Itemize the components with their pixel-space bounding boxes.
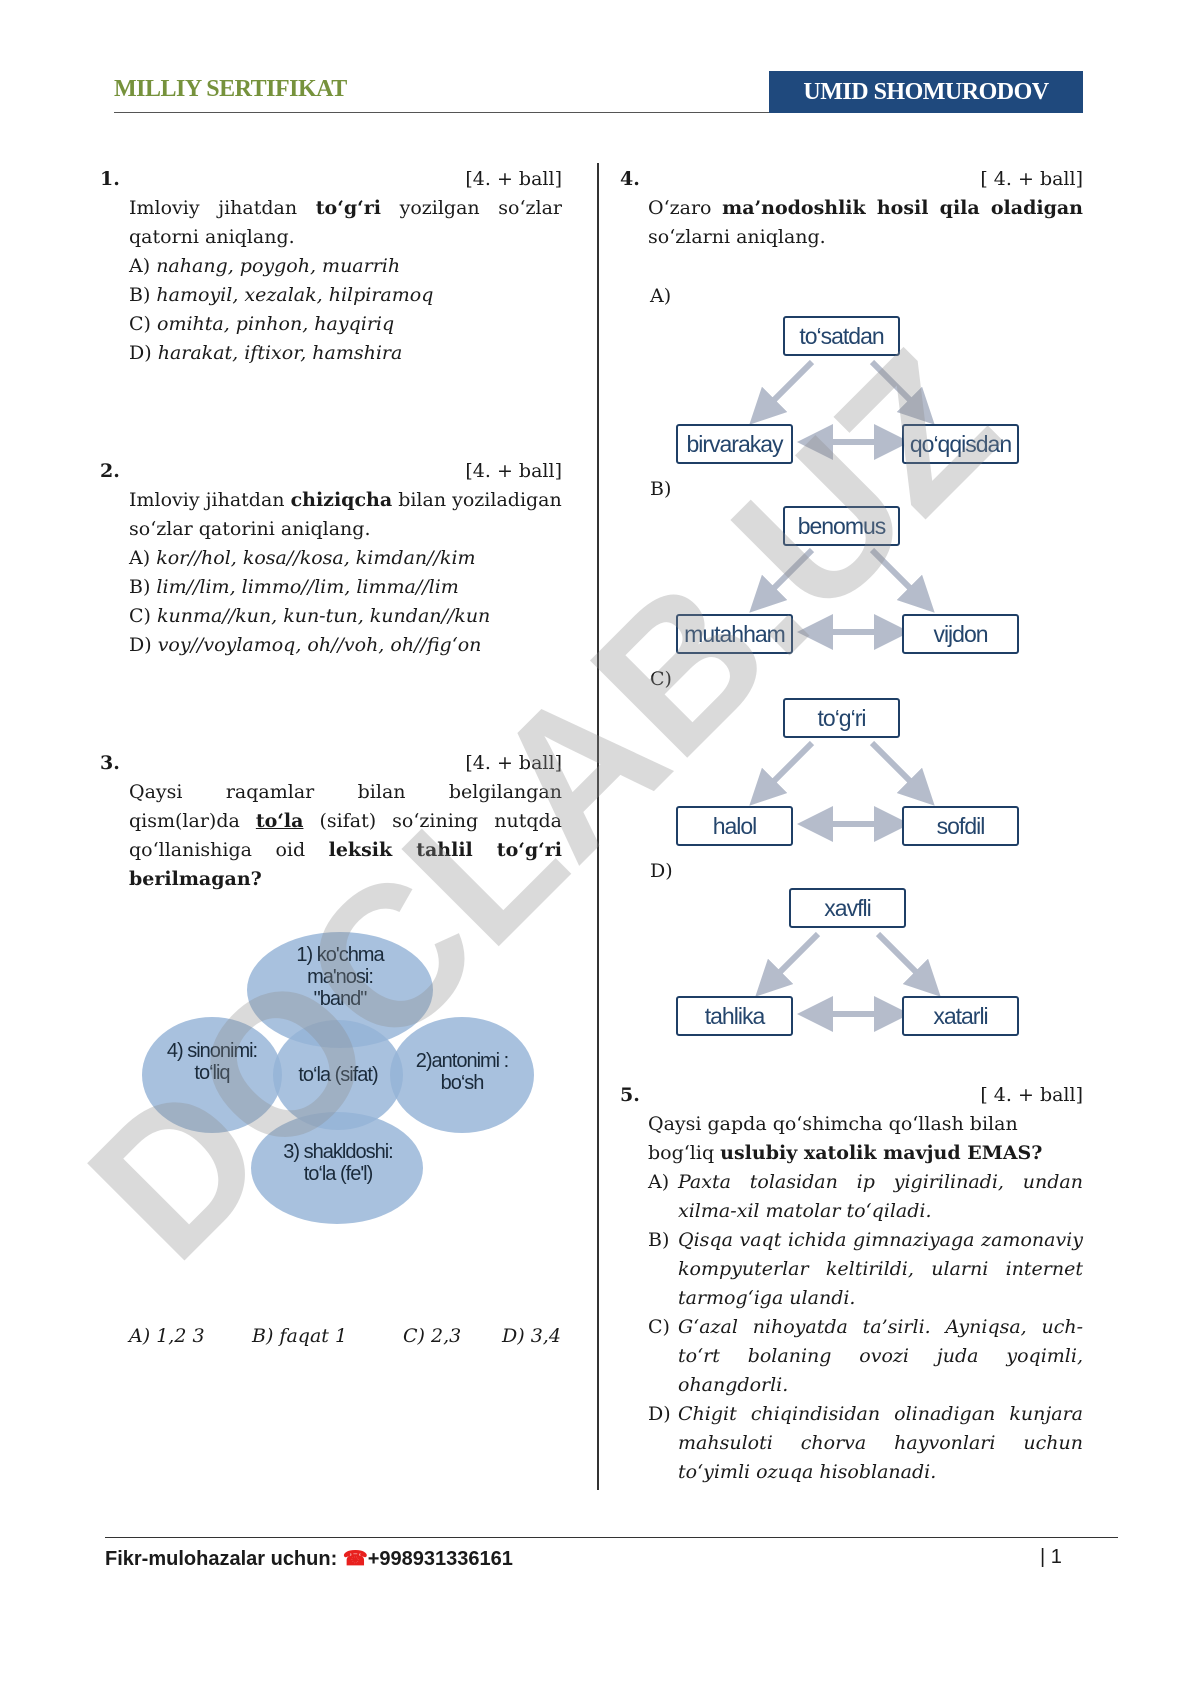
q4-d-left-box: tahlika: [676, 996, 793, 1036]
q1-options: A) nahang, poygoh, muarrih B) hamoyil, x…: [129, 252, 433, 368]
q4-c-left-box: halol: [676, 806, 793, 846]
q1-score: [4. + ball]: [465, 168, 562, 190]
q2-text-bold: chiziqcha: [290, 489, 393, 511]
q1-question: Imloviy jihatdan to‘g‘ri yozilgan so‘zla…: [129, 194, 562, 252]
header-author: UMID SHOMURODOV: [803, 78, 1049, 105]
q2-number: 2.: [100, 460, 120, 482]
phone-icon: ☎: [342, 1548, 368, 1570]
q3-score: [4. + ball]: [465, 752, 562, 774]
q1-number: 1.: [100, 168, 120, 190]
q4-b-top-box: benomus: [783, 506, 900, 546]
q4-text-bold: ma’nodoshlik hosil qila oladigan: [722, 197, 1083, 219]
venn-circle-center: [273, 1020, 403, 1130]
venn-circle-right: [390, 1017, 534, 1133]
q4-score: [ 4. + ball]: [980, 168, 1083, 190]
q1-option-c[interactable]: C) omihta, pinhon, hayqiriq: [129, 313, 395, 335]
q4-number: 4.: [620, 168, 640, 190]
q3-answer-d[interactable]: D) 3,4: [502, 1325, 561, 1347]
column-divider: [597, 163, 599, 1490]
q5-options: A)Paxta tolasidan ip yigirilinadi, undan…: [648, 1168, 1083, 1487]
q4-b-right-box: vijdon: [902, 614, 1019, 654]
q5-option-b[interactable]: B)Qisqa vaqt ichida gimnaziyaga zamonavi…: [648, 1229, 1083, 1309]
venn-label-bottom: 3) shakldoshi: to‘la (fe'l): [283, 1141, 393, 1185]
venn-label-right: 2)antonimi : bo‘sh: [415, 1050, 510, 1094]
q4-a-top-box: to‘satdan: [783, 316, 900, 356]
q5-number: 5.: [620, 1084, 640, 1106]
q4-a-left-box: birvarakay: [676, 424, 793, 464]
q2-option-a[interactable]: A) kor//hol, kosa//kosa, kimdan//kim: [129, 547, 476, 569]
venn-circle-top: [247, 932, 433, 1048]
header-author-badge: UMID SHOMURODOV: [769, 71, 1083, 113]
q1-option-a[interactable]: A) nahang, poygoh, muarrih: [129, 255, 401, 277]
q4-d-right-box: xatarli: [902, 996, 1019, 1036]
q1-text-bold: to‘g‘ri: [315, 197, 381, 219]
q1-option-b[interactable]: B) hamoyil, xezalak, hilpiramoq: [129, 284, 434, 306]
footer-phone[interactable]: +998931336161: [367, 1548, 513, 1570]
header-divider: [114, 112, 769, 113]
q4-connector-arrows: [749, 359, 941, 1032]
q4-text-post: so‘zlarni aniqlang.: [648, 226, 826, 248]
q5-question: Qaysi gapda qo‘shimcha qo‘llash bilan bo…: [648, 1110, 1083, 1168]
q5-option-a[interactable]: A)Paxta tolasidan ip yigirilinadi, undan…: [648, 1171, 1083, 1222]
q3-answer-c[interactable]: C) 2,3: [403, 1325, 462, 1347]
q1-option-d[interactable]: D) harakat, iftixor, hamshira: [129, 342, 403, 364]
q3-text-1: Qaysi raqamlar bilan belgilangan qism(la…: [129, 781, 562, 832]
venn-label-center: to‘la (sifat): [298, 1064, 378, 1086]
q4-group-b-letter: B): [650, 478, 672, 500]
q4-group-c-letter: C): [650, 668, 672, 690]
venn-label-top: 1) ko'chma ma'nosi: "band": [296, 944, 384, 1010]
q4-c-right-box: sofdil: [902, 806, 1019, 846]
q3-text-2: (sifat) so‘zining nutqda qo‘llanishiga o…: [129, 810, 562, 861]
q3-answer-b[interactable]: B) faqat 1: [252, 1325, 348, 1347]
q2-text-post: bilan yoziladigan so‘zlar qatorini aniql…: [129, 489, 562, 540]
q5-option-d[interactable]: D)Chigit chiqindisidan olinadigan kunjar…: [648, 1403, 1083, 1483]
q5-option-c[interactable]: C)G‘azal nihoyatda ta’sirli. Ayniqsa, uc…: [648, 1316, 1083, 1396]
footer-divider: [105, 1537, 1118, 1538]
q2-option-d[interactable]: D) voy//voylamoq, oh//voh, oh//fig‘on: [129, 634, 482, 656]
q4-c-top-box: to‘g‘ri: [783, 698, 900, 738]
q3-venn-diagram: [142, 932, 534, 1224]
q5-text-pre: Qaysi gapda qo‘shimcha qo‘llash bilan bo…: [648, 1113, 1018, 1164]
q4-d-top-box: xavfli: [789, 888, 906, 928]
q4-question: O‘zaro ma’nodoshlik hosil qila oladigan …: [648, 194, 1083, 252]
q5-score: [ 4. + ball]: [980, 1084, 1083, 1106]
q3-text-underline: to‘la: [255, 810, 304, 832]
venn-circle-bottom: [251, 1112, 423, 1224]
q4-a-right-box: qo‘qqisdan: [902, 424, 1019, 464]
q2-question: Imloviy jihatdan chiziqcha bilan yozilad…: [129, 486, 562, 544]
q3-question: Qaysi raqamlar bilan belgilangan qism(la…: [129, 778, 562, 894]
q5-text-bold: uslubiy xatolik mavjud EMAS?: [720, 1142, 1043, 1164]
q1-text-pre: Imloviy jihatdan: [129, 197, 316, 219]
footer-label: Fikr-mulohazalar uchun:: [105, 1548, 343, 1570]
footer-contact: Fikr-mulohazalar uchun: ☎+998931336161: [105, 1546, 513, 1571]
header-title-left: MILLIY SERTIFIKAT: [114, 76, 347, 102]
q2-text-pre: Imloviy jihatdan: [129, 489, 291, 511]
q4-group-a-letter: A): [650, 285, 672, 307]
q4-text-pre: O‘zaro: [648, 197, 723, 219]
q2-score: [4. + ball]: [465, 460, 562, 482]
page-number: | 1: [1040, 1546, 1062, 1568]
q4-group-d-letter: D): [650, 860, 673, 882]
q2-options: A) kor//hol, kosa//kosa, kimdan//kim B) …: [129, 544, 490, 660]
q1-text-post: yozilgan so‘zlar qatorni aniqlang.: [129, 197, 563, 248]
q3-number: 3.: [100, 752, 120, 774]
q2-option-c[interactable]: C) kunma//kun, kun-tun, kundan//kun: [129, 605, 491, 627]
q2-option-b[interactable]: B) lim//lim, limmo//lim, limma//lim: [129, 576, 459, 598]
venn-label-left: 4) sinonimi: to‘liq: [166, 1040, 258, 1084]
q3-text-bold: leksik tahlil to‘g‘ri berilmagan?: [129, 839, 562, 890]
q4-b-left-box: mutahham: [676, 614, 793, 654]
venn-circle-left: [142, 1017, 282, 1133]
q3-answer-a[interactable]: A) 1,2 3: [129, 1325, 205, 1347]
